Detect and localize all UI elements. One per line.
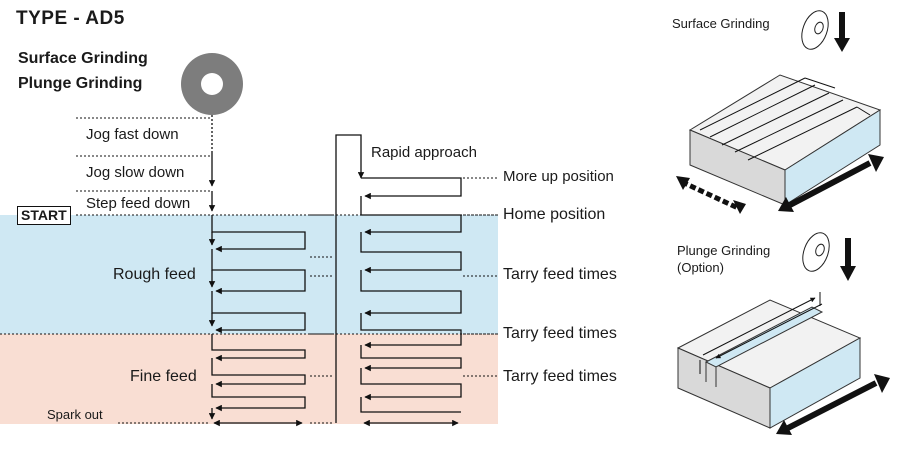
subtitle-plunge-grinding: Plunge Grinding — [18, 75, 143, 92]
plunge-grinding-option-label: (Option) — [677, 260, 724, 275]
plunge-grinding-illustration — [676, 232, 890, 435]
down-feed-arrow — [840, 238, 856, 281]
tarry-feed-times-label-1: Tarry feed times — [503, 266, 617, 283]
step-feed-down-label: Step feed down — [86, 195, 191, 212]
level-lines — [0, 117, 498, 424]
left-fine-feed-path — [208, 334, 306, 427]
rough-feed-label: Rough feed — [113, 266, 196, 283]
down-feed-arrow — [834, 12, 850, 52]
rough-feed-zone — [0, 215, 498, 334]
spark-out-label: Spark out — [47, 407, 103, 422]
tarry-feed-times-label-2: Tarry feed times — [503, 325, 617, 342]
fine-feed-zone — [0, 334, 498, 424]
start-label: START — [17, 206, 71, 225]
surface-grinding-panel-title: Surface Grinding — [672, 16, 770, 31]
surface-grinding-illustration — [676, 10, 884, 214]
left-rough-feed-path — [208, 215, 306, 334]
grinding-wheel-icon — [181, 53, 243, 115]
right-feed-path — [360, 177, 462, 427]
rapid-approach-label: Rapid approach — [371, 144, 477, 161]
tarry-feed-times-label-3: Tarry feed times — [503, 368, 617, 385]
home-position-label: Home position — [503, 206, 606, 223]
small-wheel-icon — [802, 232, 830, 272]
plunge-grinding-panel-title: Plunge Grinding — [677, 243, 771, 258]
fine-feed-label: Fine feed — [130, 368, 197, 385]
small-wheel-icon — [801, 10, 829, 50]
subtitle-surface-grinding: Surface Grinding — [18, 50, 148, 67]
rapid-approach-path — [335, 134, 365, 423]
jog-fast-down-label: Jog fast down — [86, 126, 179, 143]
jog-slow-down-label: Jog slow down — [86, 164, 185, 181]
more-up-position-label: More up position — [503, 168, 614, 185]
page-title: TYPE - AD5 — [16, 8, 125, 29]
